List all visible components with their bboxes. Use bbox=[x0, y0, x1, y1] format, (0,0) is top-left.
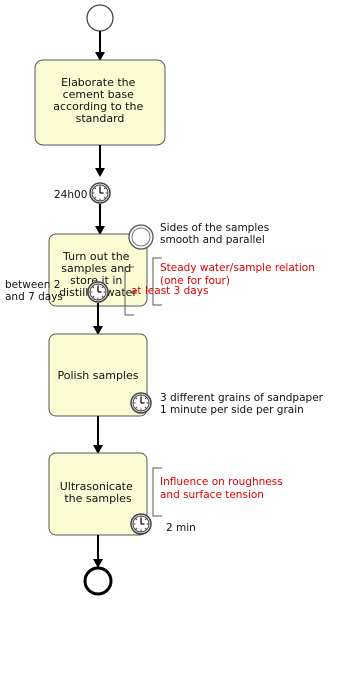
svg-text:between 2 and 7 days: between 2 and 7 days bbox=[5, 279, 64, 303]
annotation-bracket bbox=[152, 257, 162, 306]
task-polish-samples[interactable]: Polish samples bbox=[48, 333, 148, 417]
clock-icon bbox=[89, 182, 111, 204]
task-line: Turn out the bbox=[62, 250, 130, 263]
svg-text:Turn out the samples and: Turn out the samples and store it in dis… bbox=[59, 250, 137, 299]
svg-text:3 different grains of sandpape: 3 different grains of sandpaper 1 minute… bbox=[160, 392, 326, 416]
condition-label: Sides of the samples bbox=[160, 222, 269, 234]
timer-label: 2 min bbox=[166, 522, 196, 534]
clock-icon bbox=[87, 281, 109, 303]
clock-icon bbox=[130, 392, 152, 414]
timer-label: and 7 days bbox=[5, 291, 63, 303]
svg-text:Sides of the samples smoot: Sides of the samples smooth and parallel bbox=[160, 222, 273, 246]
task-line: Elaborate the bbox=[61, 76, 136, 89]
task-line: Polish samples bbox=[57, 369, 138, 382]
clock-icon bbox=[130, 513, 152, 535]
condition-label: smooth and parallel bbox=[160, 234, 265, 246]
end-event bbox=[83, 566, 113, 596]
task-ultrasonicate[interactable]: Ultrasonicate the samples bbox=[48, 452, 148, 536]
task-line: Ultrasonicate bbox=[60, 480, 133, 493]
task-turn-out-samples[interactable]: Turn out the samples and store it in dis… bbox=[48, 233, 148, 307]
svg-text:Influence on roughness and: Influence on roughness and surface tensi… bbox=[160, 476, 286, 501]
annotation-text: and surface tension bbox=[160, 489, 264, 501]
task-line: the samples bbox=[64, 492, 132, 505]
svg-text:Ultrasonicate the sample: Ultrasonicate the samples bbox=[60, 480, 137, 505]
conditional-event bbox=[128, 224, 154, 250]
task-line: samples and bbox=[61, 262, 131, 275]
task-line: according to the bbox=[53, 100, 143, 113]
svg-text:Elaborate the cement bas: Elaborate the cement base according to t… bbox=[53, 76, 146, 125]
task-line: store it in bbox=[70, 274, 122, 287]
annotation-text: (one for four) bbox=[160, 275, 230, 287]
timer-label: 24h00 bbox=[54, 189, 87, 201]
timer-label: 3 different grains of sandpaper bbox=[160, 392, 324, 404]
annotation-text: Influence on roughness bbox=[160, 476, 283, 488]
svg-text:Steady water/sample relation: Steady water/sample relation (one for fo… bbox=[160, 262, 318, 287]
timer-label: 1 minute per side per grain bbox=[160, 404, 304, 416]
annotation-text: at least 3 days bbox=[131, 285, 208, 297]
task-line: cement base bbox=[63, 88, 135, 101]
timer-label: between 2 bbox=[5, 279, 60, 291]
task-line: standard bbox=[76, 112, 125, 125]
annotation-text: Steady water/sample relation bbox=[160, 262, 315, 274]
svg-text:Polish samples: Polish samples bbox=[57, 369, 138, 382]
annotation-bracket bbox=[124, 266, 134, 316]
task-elaborate-cement[interactable]: Elaborate the cement base according to t… bbox=[34, 59, 166, 146]
annotation-bracket bbox=[152, 467, 162, 517]
start-event bbox=[86, 4, 114, 32]
